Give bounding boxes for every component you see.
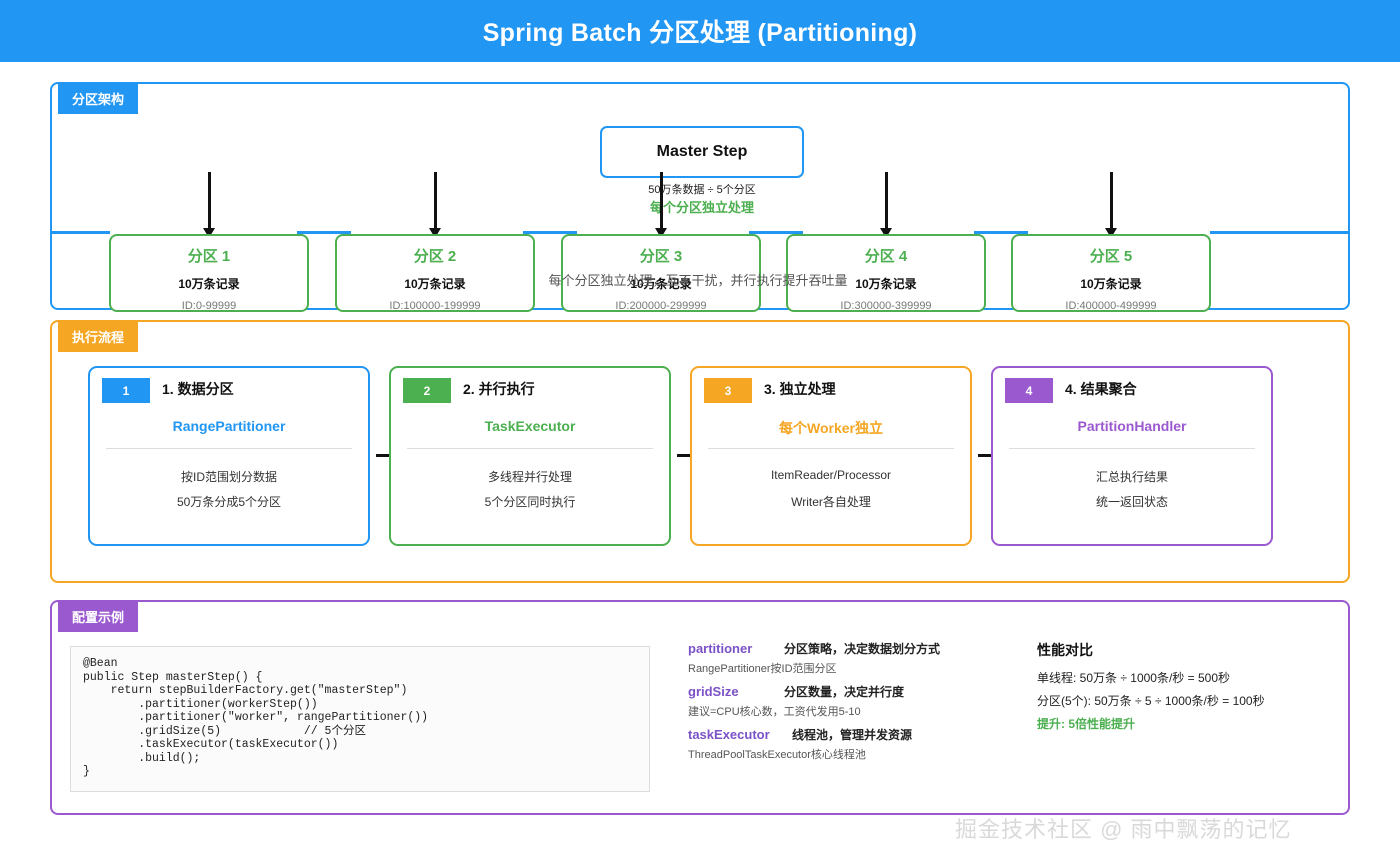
flow-step-2: 2 2. 并行执行 TaskExecutor 多线程并行处理 5个分区同时执行 bbox=[389, 366, 671, 546]
parameter-note: ThreadPoolTaskExecutor核心线程池 bbox=[688, 749, 866, 761]
step-detail-2: 50万条分成5个分区 bbox=[176, 495, 282, 509]
partition-box-1: 分区 1 10万条记录 ID:0-99999 bbox=[109, 234, 309, 312]
flow-step-3: 3 3. 独立处理 每个Worker独立 ItemReader/Processo… bbox=[690, 366, 972, 546]
performance-panel: 性能对比 单线程: 50万条 ÷ 1000条/秒 = 500秒 分区(5个): … bbox=[1037, 640, 1367, 732]
arrow-down-2 bbox=[429, 172, 441, 238]
performance-gain: 提升: 5倍性能提升 bbox=[1037, 717, 1136, 731]
step-number-badge: 1 bbox=[102, 378, 150, 403]
parameter-note: RangePartitioner按ID范围分区 bbox=[688, 663, 837, 675]
step-number-badge: 2 bbox=[403, 378, 451, 403]
parameter-desc: 分区数量，决定并行度 bbox=[784, 685, 905, 699]
partition-connector-4 bbox=[974, 231, 1028, 234]
parameter-list: partitioner 分区策略，决定数据划分方式 RangePartitione… bbox=[688, 640, 988, 769]
partition-title: 分区 5 bbox=[1089, 248, 1133, 265]
parameter-name: partitioner bbox=[688, 641, 753, 656]
architecture-section: 分区架构 Master Step 50万条数据 ÷ 5个分区 每个分区独立处理 … bbox=[50, 82, 1350, 312]
partition-id-range: ID:200000-299999 bbox=[615, 300, 707, 312]
master-step-subtext-1: 50万条数据 ÷ 5个分区 bbox=[648, 184, 756, 196]
parameter-desc: 分区策略，决定数据划分方式 bbox=[784, 642, 941, 656]
partition-box-5: 分区 5 10万条记录 ID:400000-499999 bbox=[1011, 234, 1211, 312]
parameter-row: partitioner 分区策略，决定数据划分方式 RangePartitione… bbox=[688, 640, 988, 676]
performance-line-2: 分区(5个): 50万条 ÷ 5 ÷ 1000条/秒 = 100秒 bbox=[1037, 694, 1265, 708]
partition-id-range: ID:400000-499999 bbox=[1065, 300, 1157, 312]
step-heading: 3. 独立处理 bbox=[764, 381, 836, 397]
step-number-badge: 4 bbox=[1005, 378, 1053, 403]
partition-id-range: ID:0-99999 bbox=[181, 300, 237, 312]
partition-title: 分区 2 bbox=[413, 248, 457, 265]
step-class-name: 每个Worker独立 bbox=[779, 420, 883, 436]
partition-records: 10万条记录 bbox=[404, 277, 466, 291]
step-heading: 4. 结果聚合 bbox=[1065, 381, 1137, 397]
code-block: @Bean public Step masterStep() { return … bbox=[70, 646, 650, 792]
parameter-desc: 线程池，管理并发资源 bbox=[792, 728, 913, 742]
architecture-section-tag: 分区架构 bbox=[58, 83, 139, 114]
parameter-name: gridSize bbox=[688, 684, 739, 699]
partition-records: 10万条记录 bbox=[1080, 277, 1142, 291]
step-number-badge: 3 bbox=[704, 378, 752, 403]
arrow-down-5 bbox=[1105, 172, 1117, 238]
step-class-name: TaskExecutor bbox=[484, 418, 576, 434]
arrow-down-4 bbox=[880, 172, 892, 238]
config-section-tag: 配置示例 bbox=[58, 601, 139, 632]
step-detail-1: ItemReader/Processor bbox=[770, 468, 892, 482]
partition-id-range: ID:100000-199999 bbox=[389, 300, 481, 312]
step-detail-1: 按ID范围划分数据 bbox=[180, 470, 277, 484]
partition-records: 10万条记录 bbox=[855, 277, 917, 291]
config-section: 配置示例 @Bean public Step masterStep() { re… bbox=[50, 600, 1350, 815]
partition-records: 10万条记录 bbox=[178, 277, 240, 291]
partition-title: 分区 4 bbox=[864, 248, 908, 265]
partition-title: 分区 1 bbox=[187, 248, 231, 265]
step-detail-2: Writer各自处理 bbox=[791, 495, 871, 509]
partition-connector-right bbox=[1210, 231, 1348, 234]
partition-box-3: 分区 3 10万条记录 ID:200000-299999 bbox=[561, 234, 761, 312]
step-divider bbox=[708, 448, 954, 449]
performance-heading: 性能对比 bbox=[1037, 642, 1093, 658]
partition-box-4: 分区 4 10万条记录 ID:300000-399999 bbox=[786, 234, 986, 312]
partition-records: 10万条记录 bbox=[630, 277, 692, 291]
architecture-note: 每个分区独立处理，互不干扰，并行执行提升吞吐量 bbox=[548, 273, 848, 288]
page-title: Spring Batch 分区处理 (Partitioning) bbox=[482, 19, 918, 47]
step-detail-2: 统一返回状态 bbox=[1095, 495, 1168, 509]
arrow-down-1 bbox=[203, 172, 215, 238]
master-step-subtext-2: 每个分区独立处理 bbox=[649, 200, 754, 215]
partition-connector-left bbox=[52, 231, 110, 234]
flow-step-4: 4 4. 结果聚合 PartitionHandler 汇总执行结果 统一返回状态 bbox=[991, 366, 1273, 546]
flow-step-1: 1 1. 数据分区 RangePartitioner 按ID范围划分数据 50万… bbox=[88, 366, 370, 546]
step-class-name: PartitionHandler bbox=[1077, 418, 1187, 434]
parameter-note: 建议=CPU核心数，工资代发用5-10 bbox=[688, 706, 861, 718]
master-step-box: Master Step bbox=[600, 126, 804, 178]
parameter-row: taskExecutor 线程池，管理并发资源 ThreadPoolTaskExe… bbox=[688, 726, 988, 762]
arrow-down-3 bbox=[655, 172, 667, 238]
step-heading: 1. 数据分区 bbox=[162, 381, 234, 397]
step-detail-1: 汇总执行结果 bbox=[1095, 470, 1168, 484]
watermark: 掘金技术社区 @ 雨中飘荡的记忆 bbox=[955, 817, 1292, 842]
partition-box-2: 分区 2 10万条记录 ID:100000-199999 bbox=[335, 234, 535, 312]
parameter-row: gridSize 分区数量，决定并行度 建议=CPU核心数，工资代发用5-10 bbox=[688, 683, 988, 719]
step-divider bbox=[407, 448, 653, 449]
step-divider bbox=[106, 448, 352, 449]
step-class-name: RangePartitioner bbox=[172, 418, 286, 434]
parameter-name: taskExecutor bbox=[688, 727, 770, 742]
flow-section: 执行流程 1 1. 数据分区 RangePartitioner 按ID范围划分数… bbox=[50, 320, 1350, 583]
partition-connector-3 bbox=[749, 231, 803, 234]
step-heading: 2. 并行执行 bbox=[463, 381, 535, 397]
step-divider bbox=[1009, 448, 1255, 449]
step-detail-1: 多线程并行处理 bbox=[487, 470, 572, 484]
performance-line-1: 单线程: 50万条 ÷ 1000条/秒 = 500秒 bbox=[1037, 671, 1230, 685]
flow-section-tag: 执行流程 bbox=[58, 321, 139, 352]
master-step-label: Master Step bbox=[656, 143, 748, 160]
partition-title: 分区 3 bbox=[639, 248, 683, 265]
partition-connector-2 bbox=[523, 231, 577, 234]
title-bar: Spring Batch 分区处理 (Partitioning) bbox=[0, 0, 1400, 62]
partition-connector-1 bbox=[297, 231, 351, 234]
partition-id-range: ID:300000-399999 bbox=[840, 300, 932, 312]
step-detail-2: 5个分区同时执行 bbox=[484, 495, 576, 509]
